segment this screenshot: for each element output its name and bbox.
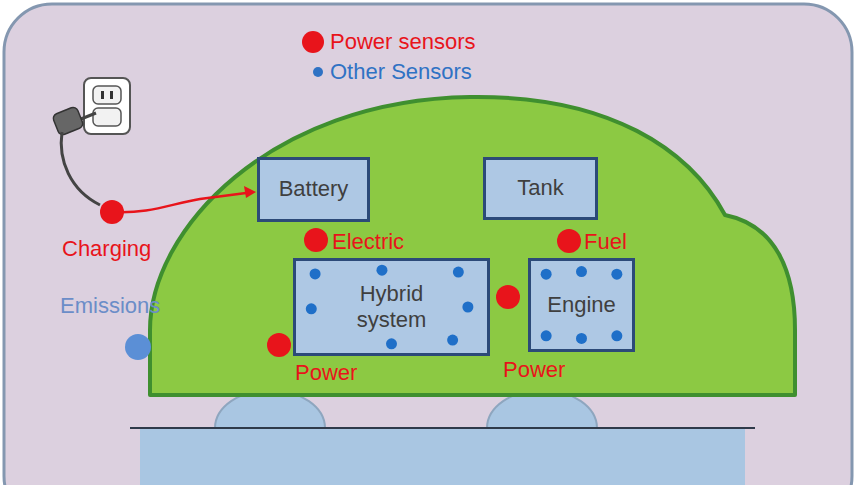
background-panel	[4, 4, 852, 485]
sensor-dot	[611, 330, 622, 341]
sensor-dot	[611, 269, 622, 280]
road-line	[130, 427, 755, 429]
power-sensor	[557, 229, 581, 253]
component-box: Hybrid system	[293, 258, 490, 356]
power-sensor	[304, 228, 328, 252]
sensor-label: Electric	[332, 229, 404, 254]
sensor-dot	[376, 265, 387, 276]
socket	[93, 108, 121, 126]
sensor-label: Fuel	[584, 229, 627, 254]
sensor-label: Charging	[62, 236, 151, 261]
plug	[52, 106, 84, 136]
sensor-dot	[453, 267, 464, 278]
box-label: Hybrid system	[342, 281, 442, 334]
sensor-label: Power	[295, 360, 357, 385]
legend-swatch	[302, 31, 324, 53]
socket-slot	[110, 91, 113, 99]
component-box: Tank	[483, 157, 598, 220]
power-sensor	[267, 333, 291, 357]
charging-arrow	[112, 193, 246, 212]
power-sensor	[496, 285, 520, 309]
sensor-dot	[306, 303, 317, 314]
arrow-head	[244, 186, 256, 198]
plug-cord	[61, 132, 100, 205]
box-label: Battery	[279, 176, 349, 202]
sensor-label: Power	[503, 357, 565, 382]
emissions-sensor	[125, 334, 151, 360]
sensor-label: Emissions	[60, 293, 160, 318]
sensor-dot	[576, 333, 587, 344]
sensor-dot	[447, 335, 458, 346]
box-label: Tank	[517, 175, 563, 201]
legend-swatch	[313, 67, 323, 77]
sensor-dot	[541, 269, 552, 280]
sensor-dot	[462, 302, 473, 313]
component-box: Battery	[257, 157, 370, 222]
sensor-dot	[310, 268, 321, 279]
sensor-dot	[541, 330, 552, 341]
component-box: Engine	[528, 258, 635, 352]
box-label: Engine	[547, 292, 616, 318]
power-sensor	[100, 200, 124, 224]
car-body	[150, 97, 795, 395]
power-outlet	[84, 78, 130, 134]
socket	[93, 86, 121, 104]
sensor-dot	[576, 266, 587, 277]
legend-label: Other Sensors	[330, 59, 472, 84]
sensor-dot	[386, 338, 397, 349]
socket-slot	[101, 91, 104, 99]
legend-label: Power sensors	[330, 29, 476, 54]
road	[140, 429, 745, 485]
